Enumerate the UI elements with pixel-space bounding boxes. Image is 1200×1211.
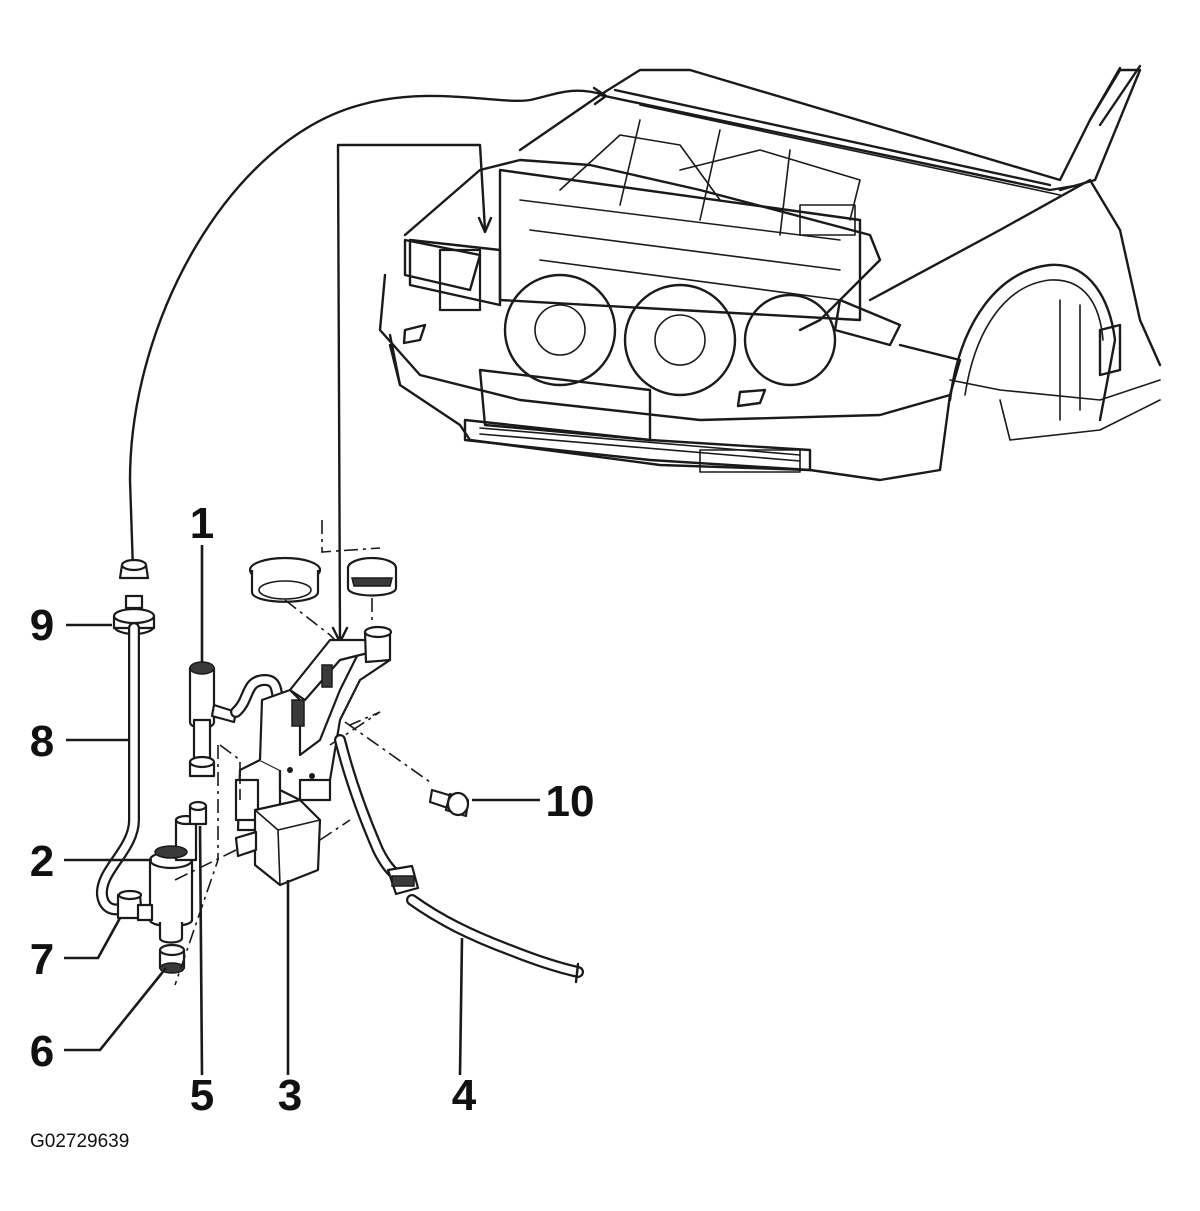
washer-hose-8 [96,622,140,916]
seal-5 [188,800,208,826]
callout-3: 3 [278,1071,302,1120]
pump-grommet-6 [158,943,186,974]
filler-cap-left [248,556,322,603]
leader-lines [64,545,540,1076]
filler-cap-right [346,556,398,597]
callout-2: 2 [30,837,54,886]
callout-8: 8 [30,717,54,766]
callout-1: 1 [190,499,214,548]
callout-4: 4 [452,1071,477,1120]
callout-7: 7 [30,935,54,984]
washer-hose-to-headlight [128,89,607,572]
callout-5: 5 [190,1071,214,1120]
reservoir-location-pointer [336,143,487,642]
vehicle-front-end [378,64,1162,482]
washer-hose-4 [334,734,584,984]
washer-pump-2 [136,814,198,944]
figure-id: G02729639 [30,1131,129,1152]
callout-9: 9 [30,601,54,650]
alignment-lines [174,520,431,986]
callout-6: 6 [30,1027,54,1076]
washer-reservoir [234,625,393,832]
bolt-10 [428,788,470,818]
hose-connector-7 [116,889,144,920]
headlight-washer-pump-1 [188,661,238,778]
callout-labels: 1 2 3 4 5 6 7 8 9 10 [30,499,595,1120]
level-sensor-3 [234,798,322,887]
callout-10: 10 [546,777,595,826]
